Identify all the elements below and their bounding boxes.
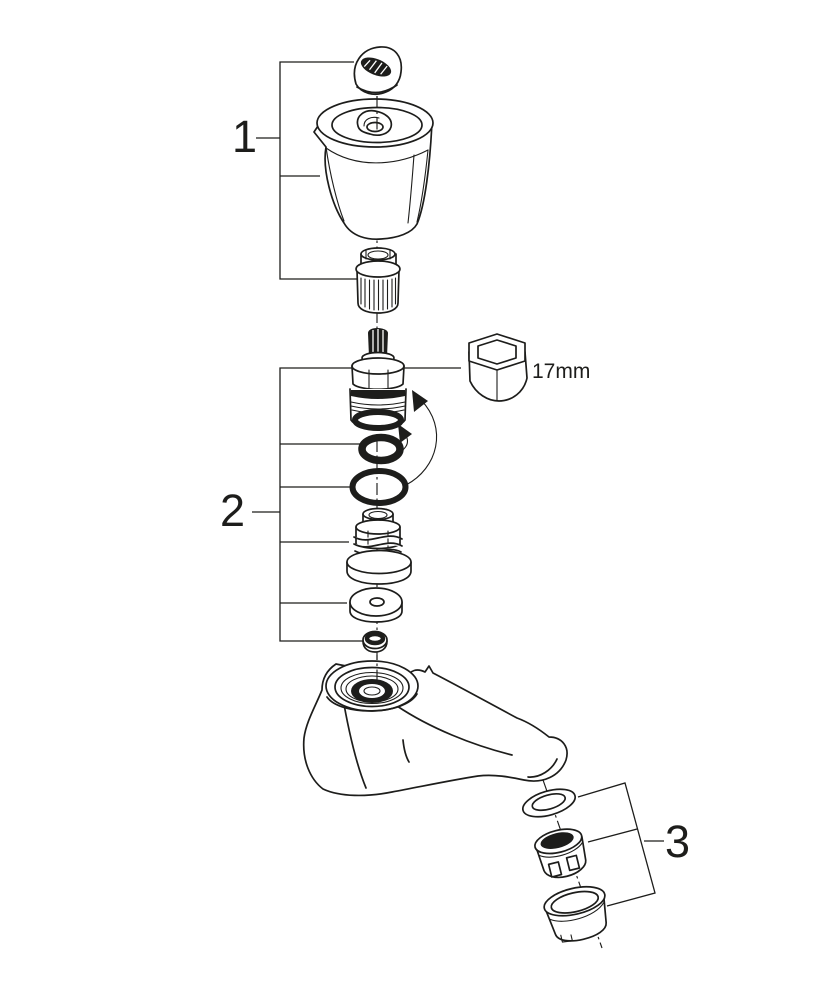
callout-bracket-1 — [256, 61, 357, 280]
callout-label-2: 2 — [220, 485, 245, 536]
aerator-insert-drawing — [534, 828, 587, 879]
valve-piston-drawing — [346, 507, 412, 585]
seat-seal-drawing — [362, 630, 388, 653]
cartridge-stem-ribs — [372, 329, 384, 356]
o-ring-small-drawing — [358, 433, 404, 465]
callout-bracket-2 — [252, 367, 364, 642]
adapter-ribs — [360, 277, 397, 311]
assembly-arrow-small — [390, 424, 412, 457]
callout-bracket-3 — [577, 782, 664, 907]
spline-adapter-drawing — [355, 247, 401, 314]
callout-label-1: 1 — [232, 111, 257, 162]
cap-hatch-lines — [363, 59, 388, 75]
handle-knob-drawing — [313, 98, 434, 241]
headpart-cartridge-drawing — [349, 328, 407, 431]
callout-label-3: 3 — [665, 816, 690, 867]
hex-socket-icon — [403, 333, 528, 402]
spout-body-drawing — [302, 660, 568, 797]
indicator-cap-drawing — [353, 46, 403, 95]
spout-gasket-drawing — [521, 788, 577, 818]
flat-washer-drawing — [349, 587, 403, 623]
wrench-size-label: 17mm — [532, 360, 590, 383]
o-ring-large-drawing — [349, 468, 409, 506]
aerator-shell-drawing — [543, 885, 608, 943]
assembly-arrow-large — [405, 390, 438, 486]
